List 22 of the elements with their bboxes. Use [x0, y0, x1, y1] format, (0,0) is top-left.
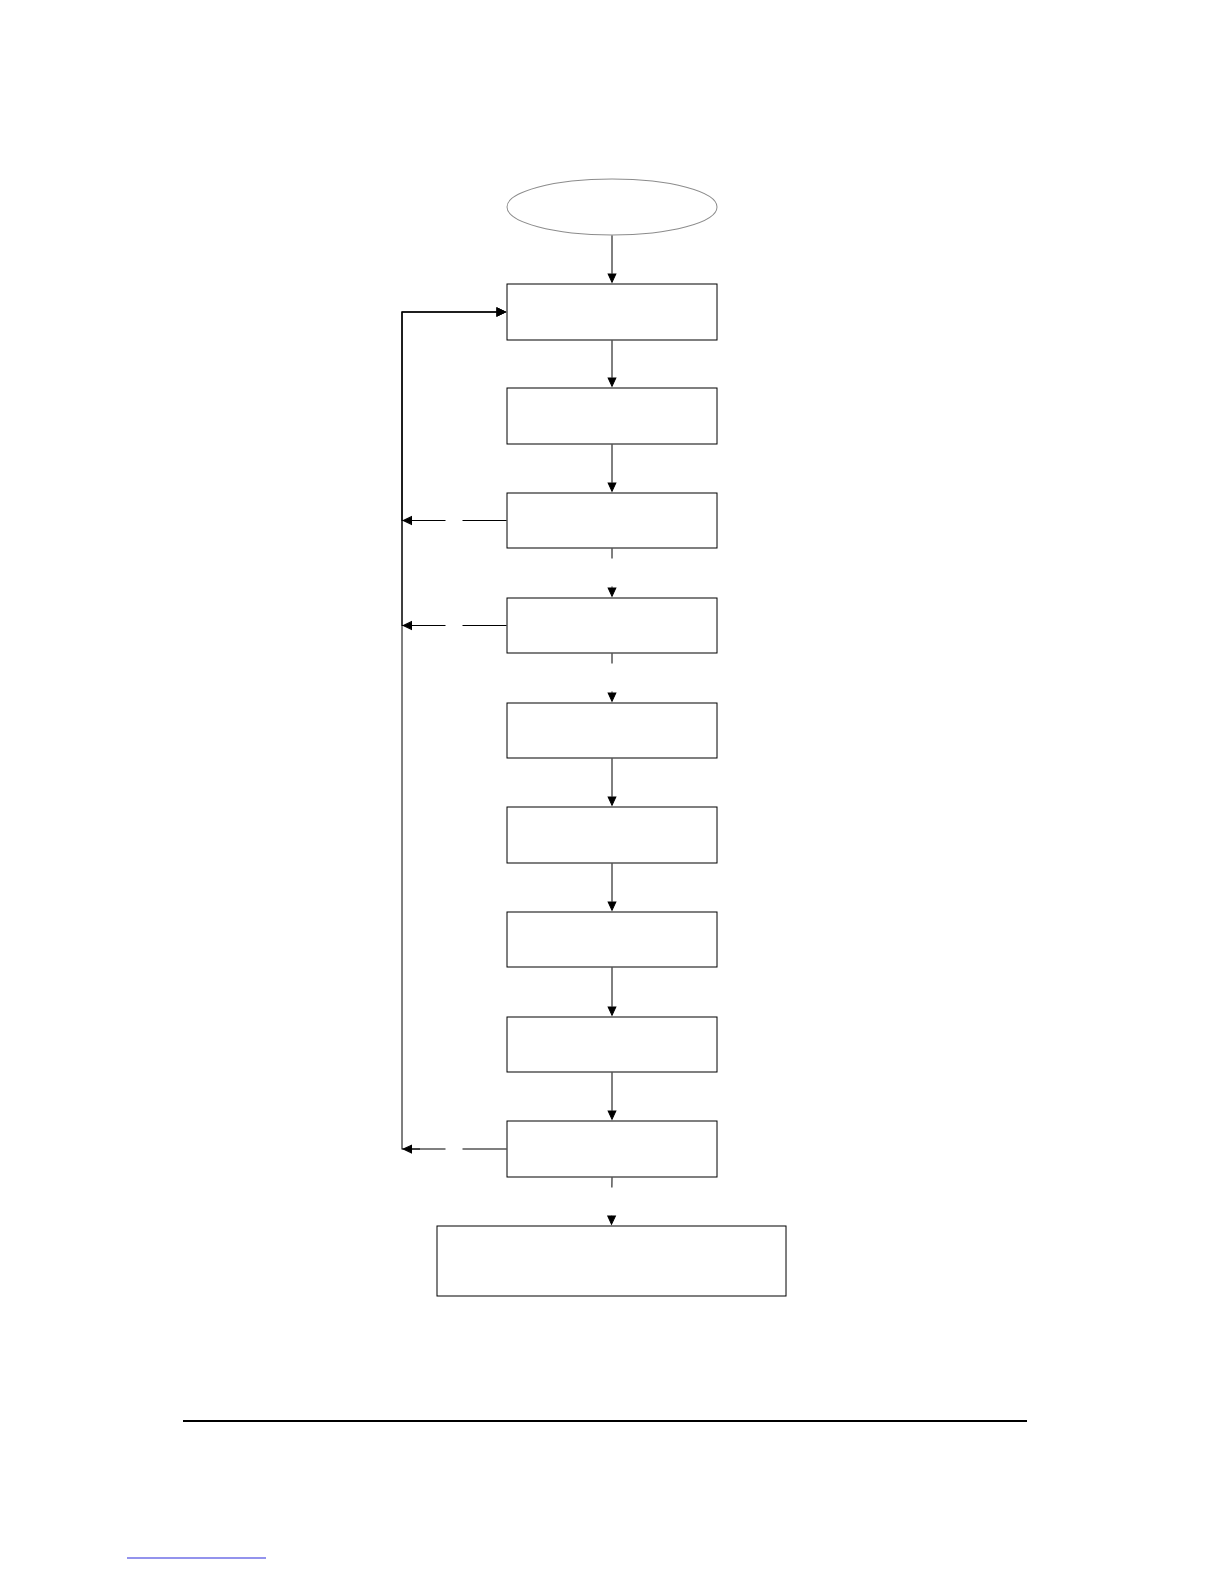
- process-box: [506, 492, 718, 549]
- process-box: [506, 806, 718, 864]
- process-box: [506, 911, 718, 968]
- arrow: [607, 863, 617, 911]
- arrow: [607, 758, 617, 806]
- process-box: [506, 1016, 718, 1073]
- process-box: [506, 597, 718, 654]
- arrow: [607, 235, 617, 283]
- arrow: [607, 653, 617, 702]
- arrow: [607, 548, 617, 597]
- process-box: [506, 283, 718, 341]
- process-box: [506, 387, 718, 445]
- process-box: [436, 1225, 787, 1297]
- arrow: [607, 444, 617, 492]
- arrow: [607, 1177, 616, 1225]
- arrow: [607, 340, 617, 387]
- arrow: [607, 1072, 617, 1120]
- process-box: [506, 1120, 718, 1178]
- process-box: [506, 702, 718, 759]
- arrow: [607, 967, 617, 1016]
- terminal-ellipse: [506, 178, 718, 236]
- arrow: [401, 307, 507, 1154]
